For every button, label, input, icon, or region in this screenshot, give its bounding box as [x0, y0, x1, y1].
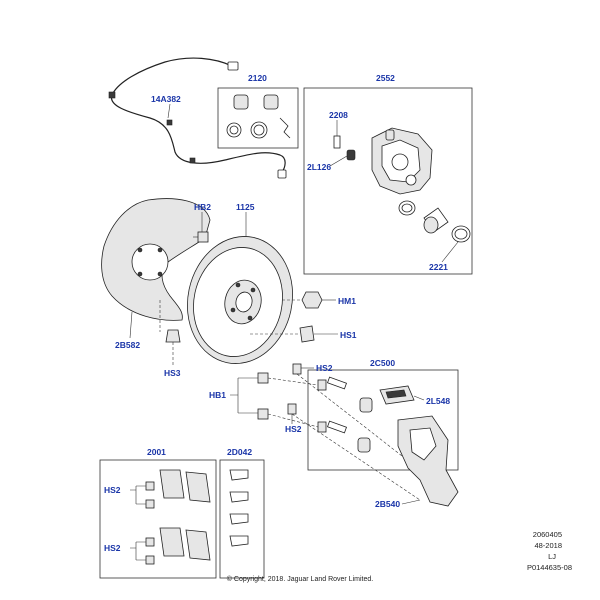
label-hs1: HS1: [340, 330, 357, 340]
brake-disc: [187, 236, 293, 364]
guide-pin-kit-parts: [226, 94, 291, 139]
guide-pins: [327, 376, 373, 453]
ref-line-4: P0144635-08: [527, 563, 572, 572]
leader-2b540: [401, 499, 421, 505]
group-box-2120: [217, 87, 299, 149]
label-hs2-upper: HS2: [316, 363, 333, 373]
nut-hm1: [301, 291, 323, 309]
pad-bolts: [145, 481, 155, 565]
piston-seal: [398, 200, 416, 216]
label-hs2-pads-top: HS2: [104, 485, 121, 495]
label-hs2-lower: HS2: [285, 424, 302, 434]
label-2d042: 2D042: [227, 447, 252, 457]
bleed-screw: [333, 128, 341, 149]
label-2001: 2001: [147, 447, 166, 457]
label-2208: 2208: [329, 110, 348, 120]
ref-line-3: LJ: [548, 552, 556, 561]
pad-spring-clip: [379, 385, 415, 405]
label-14a382: 14A382: [151, 94, 181, 104]
dust-shield: [101, 198, 211, 321]
pad-clips: [229, 469, 249, 547]
screw-hs1: [299, 325, 315, 343]
label-1125: 1125: [236, 202, 255, 212]
brake-wear-sensor: [108, 57, 287, 179]
leader-2l126: [329, 155, 348, 167]
group-box-2001: [99, 459, 217, 579]
label-hs2-pads-bottom: HS2: [104, 543, 121, 553]
label-hb1: HB1: [209, 390, 226, 400]
leader-2b582: [129, 311, 133, 339]
leader-14a382: [167, 103, 171, 119]
leader-hs2c: [130, 485, 146, 505]
label-hs3: HS3: [164, 368, 181, 378]
leader-2l548: [413, 395, 425, 401]
group-box-2c500: [307, 369, 459, 471]
group-box-2552: [303, 87, 473, 275]
label-hm1: HM1: [338, 296, 356, 306]
label-2b582: 2B582: [115, 340, 140, 350]
leader-2221: [441, 241, 459, 263]
brake-pads: [159, 469, 211, 561]
label-2221: 2221: [429, 262, 448, 272]
brake-caliper: [371, 127, 433, 195]
copyright-notice: © Copyright, 2018. Jaguar Land Rover Lim…: [227, 575, 373, 583]
label-2b540: 2B540: [375, 499, 400, 509]
shield-bolt-hb2: [193, 231, 209, 243]
bleed-cap: [346, 149, 356, 161]
label-2120: 2120: [248, 73, 267, 83]
group-box-2d042: [219, 459, 265, 579]
label-2l548: 2L548: [426, 396, 450, 406]
piston-boot: [451, 225, 471, 243]
caliper-piston: [423, 207, 449, 234]
ref-line-1: 2060405: [533, 530, 562, 539]
label-2552: 2552: [376, 73, 395, 83]
label-2c500: 2C500: [370, 358, 395, 368]
leader-hb1: [230, 377, 258, 414]
caliper-carrier: [397, 415, 459, 507]
label-2l126: 2L126: [307, 162, 331, 172]
label-hb2: HB2: [194, 202, 211, 212]
ref-line-2: 48-2018: [534, 541, 562, 550]
screw-hs3: [165, 329, 181, 343]
leader-hs2d: [130, 541, 146, 561]
